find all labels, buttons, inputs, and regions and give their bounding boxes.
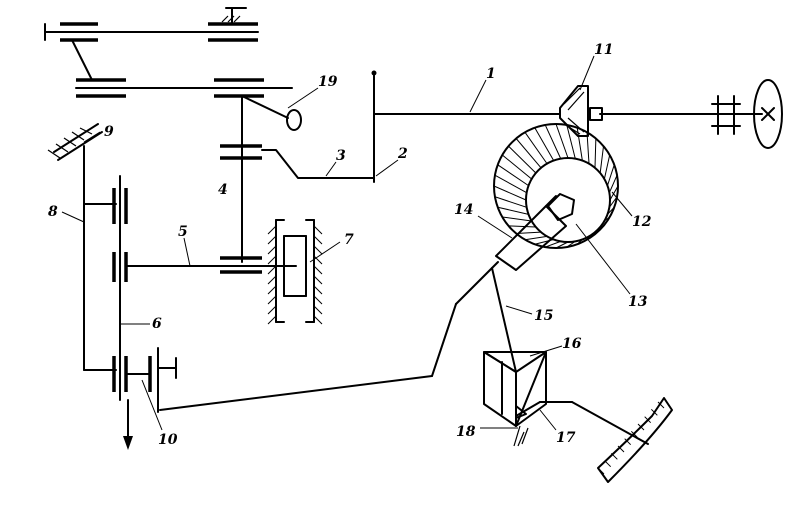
label-7: 7 xyxy=(344,232,354,248)
label-6: 6 xyxy=(152,316,162,332)
dial-scale xyxy=(597,397,673,483)
housing-7 xyxy=(267,219,323,325)
left-assembly xyxy=(83,163,297,450)
clutch-10 xyxy=(125,347,177,413)
label-11: 11 xyxy=(594,42,613,58)
label-14: 14 xyxy=(454,202,473,218)
label-8: 8 xyxy=(48,204,58,220)
second-shaft xyxy=(75,78,293,98)
vertical-shaft-4 xyxy=(220,95,262,274)
leader-lines xyxy=(61,55,633,431)
spring-18 xyxy=(513,425,529,447)
label-19: 19 xyxy=(318,74,338,90)
label-12: 12 xyxy=(632,214,652,230)
top-shaft xyxy=(44,7,259,42)
bevel-wheel-12 xyxy=(493,123,619,249)
label-16: 16 xyxy=(562,336,582,352)
label-13: 13 xyxy=(628,294,648,310)
pointer-17 xyxy=(515,401,649,445)
rod-3 xyxy=(261,70,377,183)
label-9: 9 xyxy=(104,124,114,140)
link-rod xyxy=(71,39,93,81)
label-15: 15 xyxy=(534,308,553,324)
cam-13 xyxy=(547,193,575,221)
label-4: 4 xyxy=(218,182,228,198)
part-labels: 1 2 3 4 5 6 7 8 9 10 11 12 13 14 15 16 1… xyxy=(48,42,652,448)
label-2: 2 xyxy=(397,146,408,162)
bearing-right xyxy=(711,95,741,135)
label-3: 3 xyxy=(336,148,346,164)
label-18: 18 xyxy=(456,424,476,440)
lever-15 xyxy=(159,261,517,411)
lever-19 xyxy=(241,95,302,131)
handwheel xyxy=(753,79,783,149)
label-10: 10 xyxy=(158,432,178,448)
label-1: 1 xyxy=(486,66,496,82)
brake-9 xyxy=(47,123,103,165)
label-17: 17 xyxy=(556,430,576,446)
sleeve-14 xyxy=(495,195,567,271)
label-5: 5 xyxy=(178,224,188,240)
